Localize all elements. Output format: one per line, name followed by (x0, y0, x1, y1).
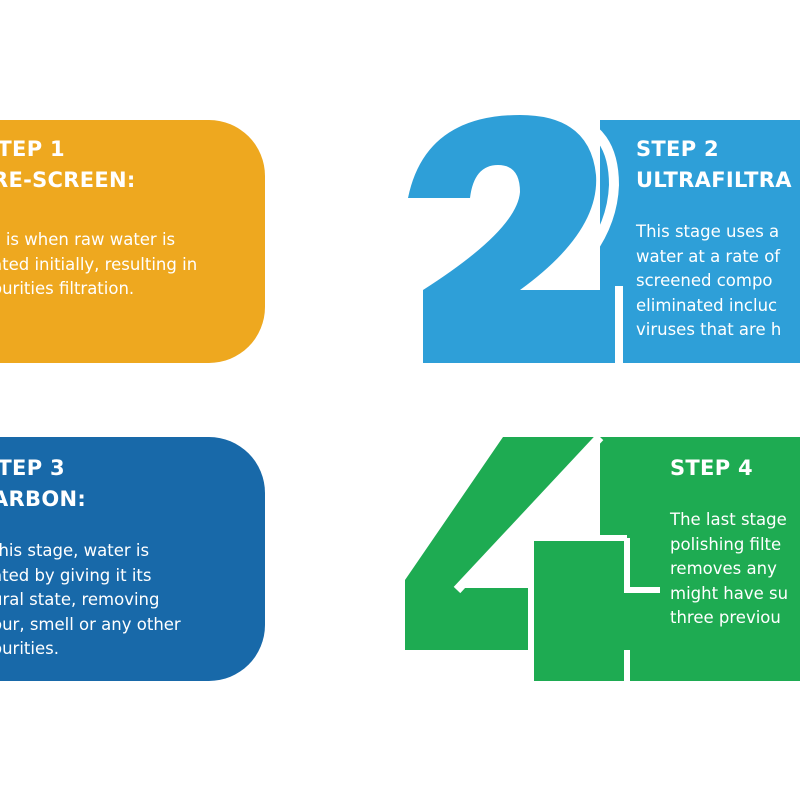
step-4-card (405, 433, 800, 683)
numeral-4-shape (405, 437, 660, 681)
step-1-title: RE-SCREEN: (0, 168, 136, 192)
step-4-body: The last stage polishing filte removes a… (670, 510, 789, 627)
step-3-heading: STEP 3 (0, 456, 65, 480)
step-2-heading: STEP 2 (636, 137, 719, 161)
step-1-heading: STEP 1 (0, 137, 65, 161)
step-3-text: STEP 3 ARBON: this stage, water is ated … (0, 453, 181, 662)
step-1-card (0, 120, 265, 363)
numeral-2-shape (408, 115, 617, 363)
step-3-title: ARBON: (0, 487, 87, 511)
step-4-heading: STEP 4 (670, 456, 753, 480)
step-2-text: STEP 2 ULTRAFILTRA This stage uses a wat… (636, 134, 792, 343)
step-2-body: This stage uses a water at a rate of scr… (636, 222, 782, 339)
step-4-text: STEP 4 The last stage polishing filte re… (670, 453, 788, 631)
step-2-title: ULTRAFILTRA (636, 168, 792, 192)
step-1-text: STEP 1 RE-SCREEN: s is when raw water is… (0, 134, 197, 302)
step-1-body: s is when raw water is ated initially, r… (0, 230, 198, 298)
step-2-card (408, 113, 800, 365)
step-3-body: this stage, water is ated by giving it i… (0, 541, 181, 658)
step-3-card (0, 437, 265, 681)
